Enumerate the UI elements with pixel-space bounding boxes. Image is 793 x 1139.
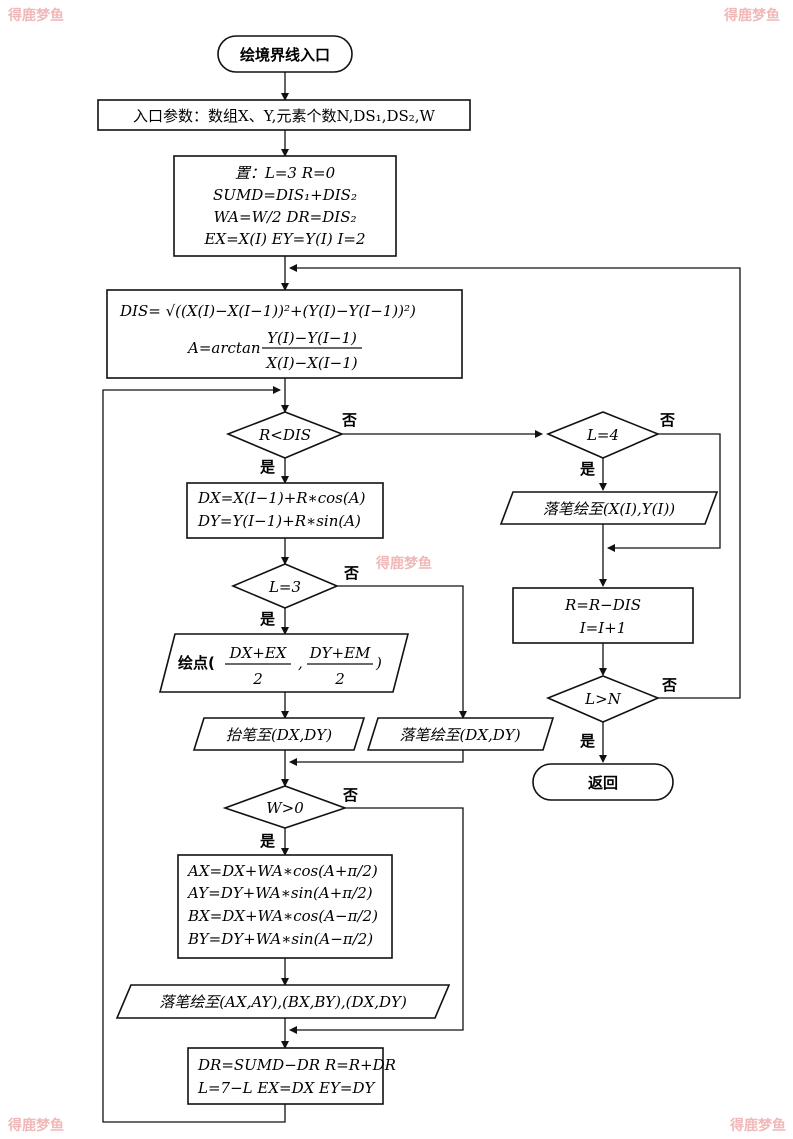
dxdy-box: DX=X(I−1)+R∗cos(A) DY=Y(I−1)+R∗sin(A)	[186, 482, 384, 539]
arctan-numerator: Y(I)−Y(I−1)	[267, 329, 357, 347]
r-update-line-1: R=R−DIS	[564, 596, 641, 614]
start-terminator: 绘境界线入口	[217, 35, 353, 73]
pen-up-box: 抬笔至(DX,DY)	[192, 717, 366, 751]
start-label: 绘境界线入口	[240, 46, 330, 64]
pen-up-label: 抬笔至(DX,DY)	[226, 726, 332, 744]
pen-down-dxdy-box: 落笔绘至(DX,DY)	[366, 717, 555, 751]
ab-line-3: BX=DX+WA∗cos(A−π/2)	[187, 907, 378, 925]
init-line-4: EX=X(I) EY=Y(I) I=2	[203, 230, 365, 248]
draw-point-den-2: 2	[334, 670, 345, 688]
watermark-bottom-left: 得鹿梦鱼	[7, 1117, 64, 1134]
draw-point-den-1: 2	[252, 670, 263, 688]
draw-point-num-1: DX+EX	[229, 644, 288, 662]
dis-formula: DIS= √((X(I)−X(I−1))²+(Y(I)−Y(I−1))²)	[119, 302, 416, 320]
no-label-l4: 否	[659, 411, 675, 429]
yes-label-ln: 是	[579, 732, 596, 750]
r-update-line-2: I=I+1	[579, 619, 627, 637]
draw-point-box: 绘点( DX+EX 2 , DY+EM 2 )	[158, 633, 410, 693]
yes-label-l4: 是	[579, 460, 596, 478]
no-label-r-dis: 否	[341, 411, 357, 429]
dxdy-line-2: DY=Y(I−1)+R∗sin(A)	[197, 512, 361, 530]
dis-box: DIS= √((X(I)−X(I−1))²+(Y(I)−Y(I−1))²) A=…	[106, 289, 463, 379]
dr-update-box: DR=SUMD−DR R=R+DR L=7−L EX=DX EY=DY	[187, 1047, 396, 1105]
ab-line-4: BY=DY+WA∗sin(A−π/2)	[187, 930, 373, 948]
no-label-ln: 否	[661, 676, 677, 694]
dr-update-line-2: L=7−L EX=DX EY=DY	[197, 1079, 376, 1097]
dxdy-line-1: DX=X(I−1)+R∗cos(A)	[197, 489, 366, 507]
draw-point-num-2: DY+EM	[309, 644, 371, 662]
decision-l-eq-3: L=3	[230, 563, 340, 609]
decision-l-eq-3-label: L=3	[268, 578, 301, 596]
no-label-w0: 否	[342, 786, 358, 804]
watermark-center: 得鹿梦鱼	[375, 555, 432, 572]
decision-l-gt-n-label: L>N	[584, 690, 622, 708]
yes-label-l3: 是	[259, 610, 276, 628]
dr-update-line-1: DR=SUMD−DR R=R+DR	[197, 1056, 396, 1074]
connector-lines	[102, 72, 741, 1123]
params-box: 入口参数：数组X、Y,元素个数N,DS₁,DS₂,W	[97, 99, 471, 131]
init-line-2: SUMD=DIS₁+DIS₂	[213, 186, 357, 204]
init-line-3: WA=W/2 DR=DIS₂	[214, 208, 357, 226]
ab-box: AX=DX+WA∗cos(A+π/2) AY=DY+WA∗sin(A+π/2) …	[177, 854, 393, 959]
draw-point-prefix: 绘点(	[178, 654, 215, 672]
draw-point-comma: ,	[298, 654, 303, 672]
watermark-bottom-right: 得鹿梦鱼	[729, 1117, 786, 1134]
decision-l-gt-n: L>N	[545, 675, 661, 723]
watermark-top-right: 得鹿梦鱼	[723, 7, 780, 24]
yes-label-w0: 是	[259, 832, 276, 850]
draw-point-suffix: )	[375, 654, 382, 672]
decision-w-gt-0-label: W>0	[266, 799, 304, 817]
draw-ab-label: 落笔绘至(AX,AY),(BX,BY),(DX,DY)	[159, 993, 407, 1011]
decision-w-gt-0: W>0	[222, 785, 348, 829]
decision-r-lt-dis-label: R<DIS	[258, 426, 311, 444]
arctan-prefix: A=arctan	[186, 339, 261, 357]
draw-xi-label: 落笔绘至(X(I),Y(I))	[543, 500, 675, 518]
decision-l-eq-4: L=4	[545, 411, 661, 459]
arctan-denominator: X(I)−X(I−1)	[265, 354, 357, 372]
pen-down-dxdy-label: 落笔绘至(DX,DY)	[399, 726, 520, 744]
decision-l-eq-4-label: L=4	[586, 426, 619, 444]
watermark-top-left: 得鹿梦鱼	[7, 7, 64, 24]
end-label: 返回	[588, 774, 618, 792]
ab-line-2: AY=DY+WA∗sin(A+π/2)	[186, 884, 373, 902]
r-update-box: R=R−DIS I=I+1	[512, 587, 694, 644]
init-line-1: 置：L=3 R=0	[235, 164, 336, 182]
yes-label-r-dis: 是	[259, 458, 276, 476]
init-box: 置：L=3 R=0 SUMD=DIS₁+DIS₂ WA=W/2 DR=DIS₂ …	[173, 155, 397, 257]
draw-xi-box: 落笔绘至(X(I),Y(I))	[499, 491, 719, 525]
draw-ab-box: 落笔绘至(AX,AY),(BX,BY),(DX,DY)	[115, 984, 451, 1019]
end-terminator: 返回	[532, 763, 674, 801]
params-label: 入口参数：数组X、Y,元素个数N,DS₁,DS₂,W	[133, 107, 436, 125]
ab-line-1: AX=DX+WA∗cos(A+π/2)	[186, 862, 378, 880]
no-label-l3: 否	[343, 564, 359, 582]
decision-r-lt-dis: R<DIS	[225, 411, 345, 459]
